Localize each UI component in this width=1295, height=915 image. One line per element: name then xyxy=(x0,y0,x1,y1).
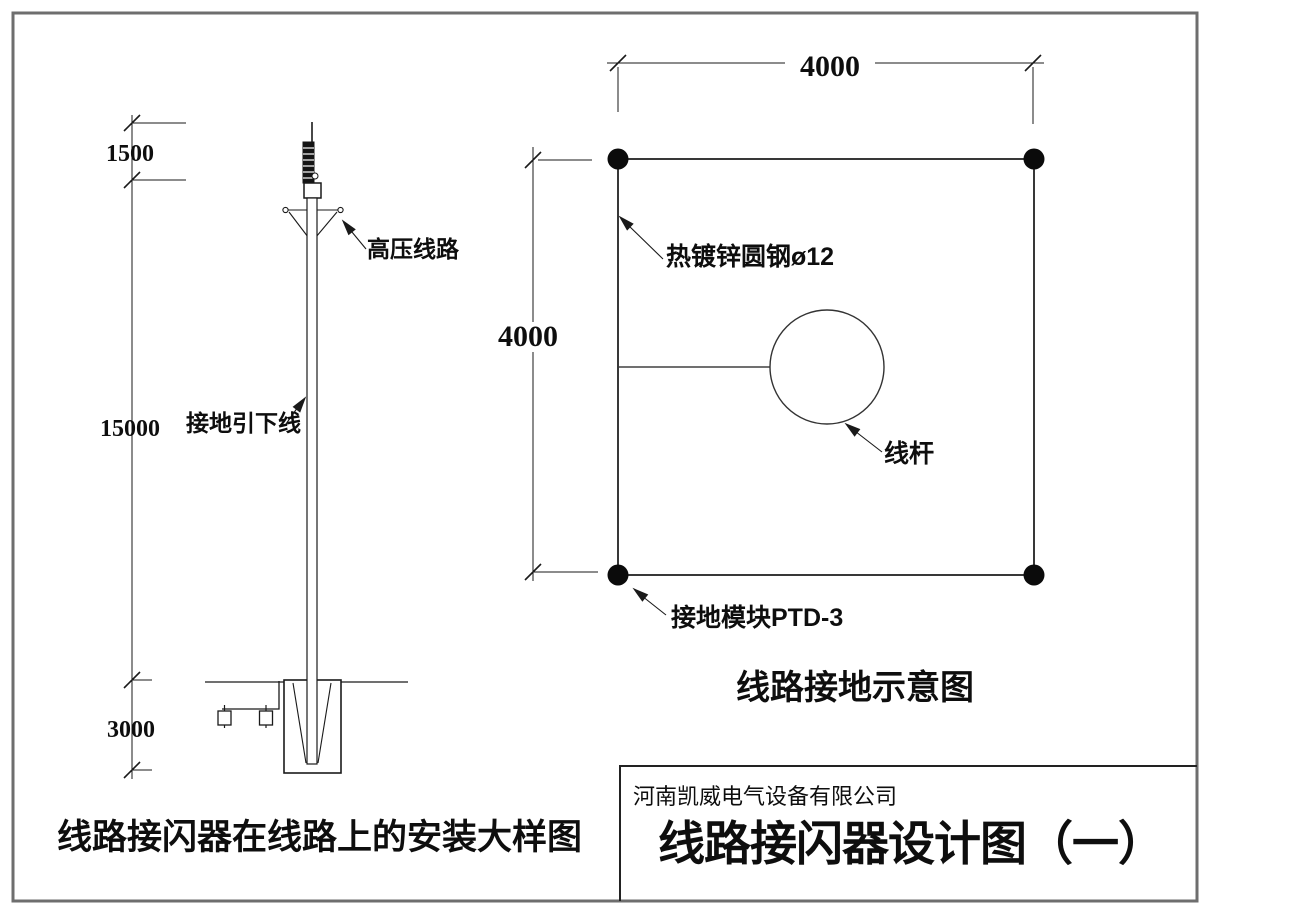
round-steel-label: 热镀锌圆钢ø12 xyxy=(666,243,835,271)
ground-module-dot-bottom-right xyxy=(1023,564,1045,586)
detail-dim-top-label: 1500 xyxy=(106,141,154,167)
pole-label: 线杆 xyxy=(884,440,935,468)
plan-square xyxy=(607,148,1045,586)
ground-module-dot-bottom-left xyxy=(607,564,629,586)
ground-module-dot-top-right xyxy=(1023,148,1045,170)
arrester-terminal-eye xyxy=(311,172,319,180)
detail-ground-modules xyxy=(217,681,280,728)
high-voltage-line-label: 高压线路 xyxy=(367,236,459,262)
ground-module-left xyxy=(217,710,232,726)
plan-leaders xyxy=(618,215,883,616)
title-block-drawing-title: 线路接闪器设计图（一） xyxy=(658,819,1165,871)
arrowhead xyxy=(632,587,649,602)
plan-pole-circle xyxy=(769,309,885,425)
arrowhead xyxy=(292,396,307,413)
plan-dimension-left xyxy=(524,147,598,581)
plan-dim-width-label: 4000 xyxy=(785,52,875,82)
detail-arrester xyxy=(302,122,322,199)
ground-module-right xyxy=(258,710,274,726)
detail-dim-bottom-label: 3000 xyxy=(107,717,155,743)
detail-dimension-lines xyxy=(123,114,186,779)
grounding-grid-square xyxy=(617,158,1035,576)
detail-leaders xyxy=(285,219,367,425)
plan-dim-height-label: 4000 xyxy=(483,322,573,352)
crossarm-pin-right xyxy=(337,206,344,214)
drawing-frame xyxy=(11,11,1199,903)
title-block-border xyxy=(619,765,1197,901)
arrowhead xyxy=(618,215,634,231)
detail-pole-body xyxy=(306,197,318,765)
ground-module-dot-top-left xyxy=(607,148,629,170)
ground-lead-label: 接地引下线 xyxy=(186,410,301,436)
detail-view-caption: 线路接闪器在线路上的安装大样图 xyxy=(57,818,583,857)
arrester-clamp xyxy=(303,182,322,199)
dimension-ticks xyxy=(123,114,141,779)
plan-view-caption: 线路接地示意图 xyxy=(736,670,974,707)
detail-dim-middle-label: 15000 xyxy=(100,416,160,442)
arrowhead xyxy=(341,219,356,236)
crossarm-pin-left xyxy=(282,206,289,214)
arrowhead xyxy=(844,422,861,437)
ground-module-label: 接地模块PTD-3 xyxy=(671,604,844,632)
title-block-company: 河南凯威电气设备有限公司 xyxy=(633,784,898,809)
